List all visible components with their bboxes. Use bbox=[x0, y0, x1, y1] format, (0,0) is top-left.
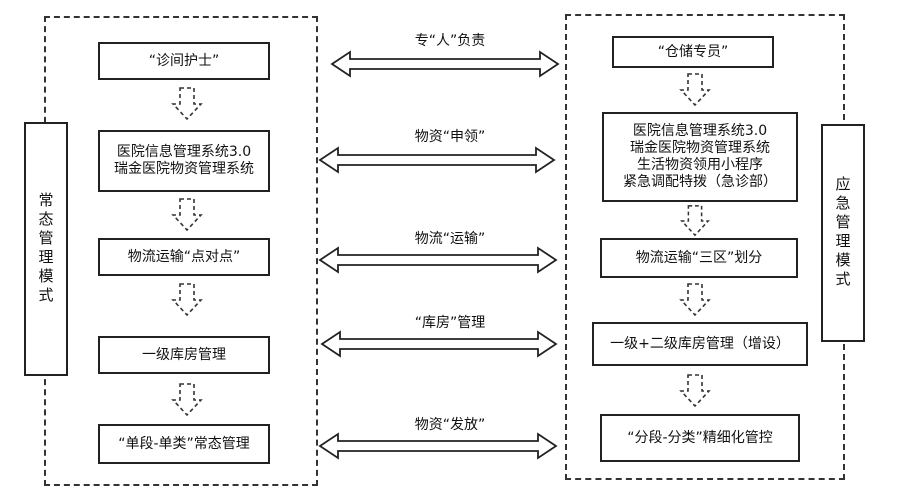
right-step-5: “分段-分类”精细化管控 bbox=[600, 414, 800, 462]
double-arrow-icon bbox=[318, 246, 558, 274]
right-step-3: 物流运输“三区”划分 bbox=[600, 238, 798, 278]
double-arrow-icon bbox=[330, 50, 560, 78]
connector-label-4: “库房”管理 bbox=[414, 315, 486, 331]
down-arrow-icon bbox=[679, 73, 711, 107]
double-arrow-icon bbox=[318, 146, 556, 174]
right-mode-label: 应急管理模式 bbox=[821, 124, 865, 342]
connector-label-5: 物资“发放” bbox=[414, 417, 486, 433]
down-arrow-icon bbox=[171, 198, 203, 232]
double-arrow-icon bbox=[320, 330, 558, 358]
down-arrow-icon bbox=[171, 383, 203, 417]
down-arrow-icon bbox=[680, 205, 710, 237]
left-mode-label-text: 常态管理模式 bbox=[36, 192, 55, 306]
connector-label-2: 物资“申领” bbox=[414, 129, 486, 145]
left-step-4: 一级库房管理 bbox=[98, 336, 270, 374]
left-step-1: “诊间护士” bbox=[98, 42, 270, 80]
right-step-4: 一级+二级库房管理（增设） bbox=[592, 322, 808, 366]
down-arrow-icon bbox=[171, 283, 203, 317]
connector-label-1: 专“人”负责 bbox=[414, 33, 486, 49]
left-step-2: 医院信息管理系统3.0 瑞金医院物资管理系统 bbox=[98, 130, 270, 192]
right-step-1: “仓储专员” bbox=[612, 36, 774, 68]
connector-label-3: 物流“运输” bbox=[414, 231, 486, 247]
left-mode-label: 常态管理模式 bbox=[24, 122, 68, 376]
down-arrow-icon bbox=[171, 87, 203, 121]
double-arrow-icon bbox=[318, 432, 558, 460]
right-mode-label-text: 应急管理模式 bbox=[833, 176, 852, 290]
down-arrow-icon bbox=[679, 283, 711, 317]
left-step-3: 物流运输“点对点” bbox=[98, 238, 270, 276]
right-step-2: 医院信息管理系统3.0 瑞金医院物资管理系统 生活物资领用小程序 紧急调配特拨（… bbox=[602, 112, 798, 202]
down-arrow-icon bbox=[679, 374, 711, 408]
left-step-5: “单段-单类”常态管理 bbox=[98, 424, 270, 464]
